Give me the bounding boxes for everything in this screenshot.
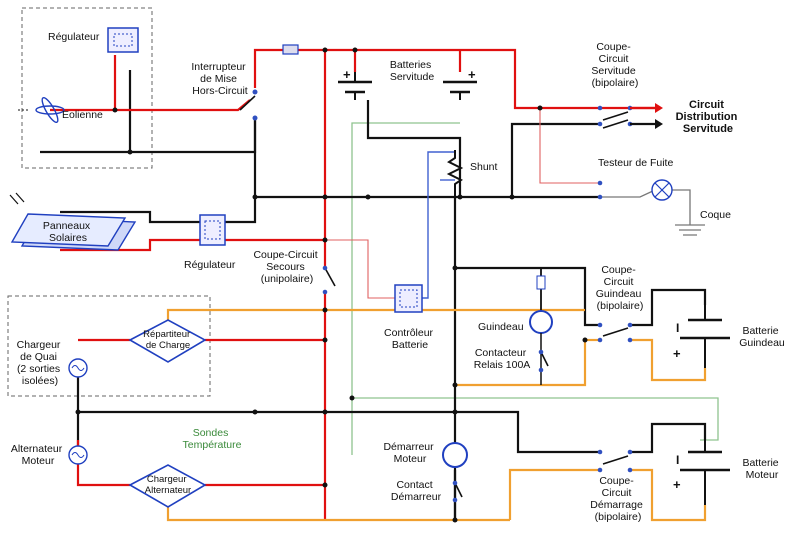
orange-demarrage: [508, 468, 600, 520]
tester-to-hull: [670, 189, 691, 225]
label-chargeur-quai: Chargeur de Quai (2 sorties isolées): [17, 339, 64, 387]
label-alternateur: Alternateur Moteur: [11, 443, 65, 467]
label-shunt: Shunt: [470, 161, 498, 173]
alternator-icon: [68, 445, 88, 465]
wind-turbine-icon: [18, 97, 65, 123]
battery-monitor: [394, 284, 423, 313]
label-demarreur: Démarreur Moteur: [383, 441, 436, 465]
label-interrupteur: Interrupteur de Mise Hors-Circuit: [191, 61, 248, 97]
starter-motor-icon: [442, 442, 468, 468]
label-testeur-fuite: Testeur de Fuite: [598, 157, 673, 169]
switch-coupe-servitude[interactable]: [597, 105, 633, 129]
orange-contacteur: [455, 340, 587, 387]
switch-interrupteur[interactable]: [239, 89, 258, 121]
label-repartiteur: Répartiteur de Charge: [143, 329, 193, 351]
label-contacteur: Contacteur Relais 100A: [474, 347, 531, 371]
label-chargeur-alt: Chargeur Alternateur: [145, 474, 191, 496]
switch-contacteur-relais[interactable]: [538, 349, 549, 373]
orange-guindeau-bat: [630, 338, 707, 382]
svg-text:I: I: [676, 321, 679, 335]
hull-ground: [675, 224, 705, 236]
switch-contact-demarreur[interactable]: [452, 480, 463, 503]
temp-wire-2: [352, 397, 719, 441]
tester-wire: [539, 108, 600, 184]
arrow-head-black: [655, 119, 663, 129]
switch-coupe-secours[interactable]: [322, 265, 336, 295]
solar-regulator: [199, 214, 226, 246]
label-coque: Coque: [700, 209, 731, 221]
neg-serv-ret: [510, 122, 600, 197]
svg-text:+: +: [673, 477, 681, 492]
label-eolienne: Eolienne: [62, 109, 103, 121]
svg-text:+: +: [343, 67, 351, 82]
svg-text:+: +: [468, 67, 476, 82]
junction-dots: [75, 47, 588, 523]
charge-splitter-diamond: [128, 319, 207, 363]
shore-charger-group-box: [7, 295, 211, 397]
shunt-resistor-icon: [446, 150, 464, 197]
wind-group-box: [21, 7, 153, 169]
battery-engine: I +: [673, 440, 730, 505]
neg-guindeau: [455, 266, 600, 327]
neg-solar: [60, 210, 200, 224]
neg-guindeau-bat: [630, 288, 707, 327]
battery-servitude-2: +: [443, 67, 477, 100]
alternator-charger-diamond: [128, 464, 207, 508]
label-controleur: Contrôleur Batterie: [384, 327, 436, 351]
neg-solar-reg: [225, 197, 257, 224]
label-circuit-distribution: Circuit Distribution Servitude: [676, 99, 741, 135]
pos-alternateur: [76, 440, 130, 487]
switch-coupe-guindeau[interactable]: [597, 322, 633, 343]
label-coupe-demarrage: Coupe- Circuit Démarrage (bipolaire): [590, 475, 645, 523]
battery-servitude-1: +: [338, 67, 372, 100]
fuse-icon: [282, 44, 299, 55]
wind-regulator: [107, 27, 139, 53]
label-regulateur-solaire: Régulateur: [184, 259, 236, 271]
neg-bus-mid-right: [630, 422, 707, 454]
orange-chargeur-alt-bottom: [166, 505, 455, 522]
orange-demarrage-bat: [630, 468, 707, 522]
leak-tester-lamp-icon: [651, 179, 673, 201]
label-sondes: Sondes Température: [183, 427, 242, 451]
neg-battery-serv: [366, 100, 462, 197]
neg-bus-mid: [78, 410, 600, 454]
label-batterie-guindeau: Batterie Guindeau: [739, 325, 785, 349]
label-coupe-servitude: Coupe- Circuit Servitude (bipolaire): [591, 41, 638, 89]
controleur-wire: [325, 239, 395, 299]
windlass-motor-icon: [529, 268, 553, 385]
label-regulateur-top: Régulateur: [48, 31, 100, 43]
svg-text:I: I: [676, 453, 679, 467]
label-coupe-secours: Coupe-Circuit Secours (unipolaire): [253, 249, 320, 285]
switch-testeur[interactable]: [597, 180, 603, 200]
temp-wire-1: [351, 122, 460, 455]
label-contact-demarreur: Contact Démarreur: [391, 479, 442, 503]
tester-gray: [600, 189, 656, 198]
shore-charger-icon: [68, 358, 88, 378]
pos-wind: [50, 55, 117, 112]
orange-repartiteur-top: [166, 308, 585, 320]
shunt-sense: [420, 151, 455, 299]
arrow-head-red: [655, 103, 663, 113]
solar-panels-icon: [9, 192, 137, 251]
battery-windlass: I +: [673, 305, 730, 368]
label-batteries-servitude: Batteries Servitude: [390, 59, 435, 83]
svg-text:+: +: [673, 346, 681, 361]
switch-coupe-demarrage[interactable]: [597, 449, 633, 473]
pos-top-bus: [253, 48, 655, 110]
pos-wind-reg: [115, 99, 251, 112]
label-guindeau: Guindeau: [478, 321, 524, 333]
label-batterie-moteur: Batterie Moteur: [742, 457, 781, 481]
label-panneaux: Panneaux Solaires: [43, 220, 93, 244]
label-coupe-guindeau: Coupe- Circuit Guindeau (bipolaire): [596, 264, 644, 312]
neg-wind: [40, 118, 257, 154]
